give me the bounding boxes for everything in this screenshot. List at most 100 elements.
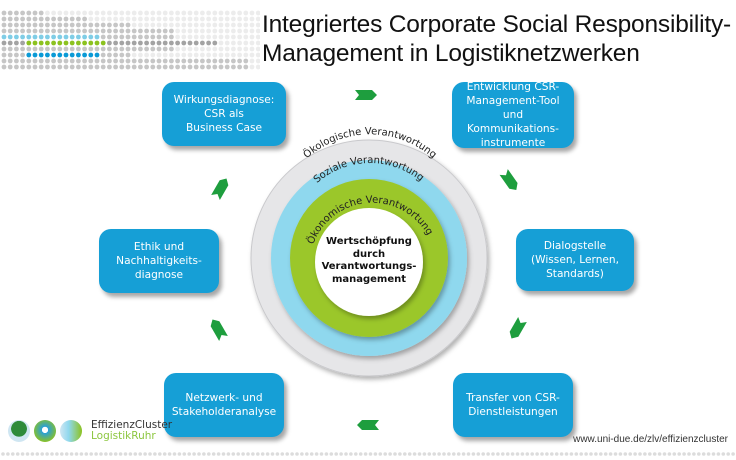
decoration-dot (14, 22, 19, 28)
decoration-dot (290, 452, 294, 456)
decoration-dot (148, 452, 152, 456)
decoration-dot (51, 28, 56, 34)
decoration-dot (249, 58, 255, 64)
decoration-dot (45, 58, 50, 64)
decoration-dot (175, 34, 181, 40)
decoration-dot (383, 452, 388, 456)
decoration-dot (45, 16, 50, 22)
decoration-dot (648, 452, 652, 456)
decoration-dot (162, 64, 168, 70)
decoration-dot (452, 452, 456, 456)
decoration-dot (193, 10, 199, 16)
decoration-dot (1, 452, 5, 456)
decoration-dot (550, 452, 554, 456)
decoration-dot (150, 40, 156, 46)
decoration-dot (169, 40, 174, 46)
arrow-bottom-right (509, 316, 527, 339)
decoration-dot (20, 10, 25, 16)
decoration-dot (57, 52, 63, 58)
decoration-dot (156, 64, 162, 70)
decoration-dot (603, 452, 608, 456)
decoration-dot (407, 452, 412, 456)
decoration-dot (187, 40, 193, 46)
decoration-dot (150, 22, 156, 28)
effizienzcluster-logo[interactable]: EffizienzCluster LogistikRuhr (8, 420, 172, 442)
decoration-dot (662, 452, 667, 456)
decoration-dot (14, 10, 19, 16)
decoration-dot (94, 52, 100, 58)
decoration-dot (26, 52, 32, 58)
decoration-dot (150, 52, 156, 58)
decoration-dot (175, 46, 181, 52)
decoration-dot (57, 64, 63, 70)
decoration-dot (20, 28, 25, 34)
decoration-dot (1, 28, 7, 34)
decoration-dot (226, 452, 231, 456)
decoration-dot (26, 58, 32, 64)
decoration-dot (476, 452, 481, 456)
decoration-dot (107, 64, 112, 70)
decoration-dot (69, 16, 75, 22)
decoration-dot (496, 452, 500, 456)
decoration-dot (156, 52, 162, 58)
box-label: Transfer von CSR- Dienstleistungen (466, 392, 560, 418)
decoration-dot (144, 10, 150, 16)
decoration-dot (125, 40, 131, 46)
decoration-dot (45, 22, 50, 28)
decoration-dot (206, 46, 212, 52)
decoration-dot (51, 22, 56, 28)
decoration-dot (265, 452, 270, 456)
decoration-dot (63, 58, 69, 64)
decoration-dot (309, 452, 314, 456)
decoration-dot (99, 452, 103, 456)
box-wirkungsdiagnose[interactable]: Wirkungsdiagnose: CSR als Business Case (162, 82, 286, 146)
decoration-dot (237, 28, 243, 34)
decoration-dot (131, 10, 137, 16)
decoration-dot (113, 28, 118, 34)
decoration-dot (192, 452, 196, 456)
decoration-dot (280, 452, 285, 456)
decoration-dot (138, 16, 143, 22)
decoration-dot (224, 40, 230, 46)
decoration-dot (30, 452, 35, 456)
box-ethik[interactable]: Ethik und Nachhaltigkeits- diagnose (99, 229, 219, 293)
decoration-dot (88, 46, 94, 52)
decoration-dot (169, 58, 174, 64)
title-line-2: Management in Logistiknetzwerken (262, 40, 640, 67)
footer-url[interactable]: www.uni-due.de/zlv/effizienzcluster (573, 434, 728, 445)
decoration-dot (243, 16, 249, 22)
decoration-dot (94, 58, 100, 64)
decoration-dot (525, 452, 530, 456)
decoration-dot (100, 28, 106, 34)
box-dialogstelle[interactable]: Dialogstelle (Wissen, Lernen, Standards) (516, 229, 634, 291)
box-entwicklung[interactable]: Entwicklung CSR- Management-Tool und Kom… (452, 81, 574, 149)
decoration-dot (107, 34, 112, 40)
decoration-dot (113, 64, 118, 70)
decoration-dot (107, 52, 112, 58)
decoration-dot (412, 452, 417, 456)
decoration-dot (193, 22, 199, 28)
box-transfer[interactable]: Transfer von CSR- Dienstleistungen (453, 373, 573, 437)
decoration-dot (88, 64, 94, 70)
arrow-top (355, 90, 377, 100)
decoration-dot (249, 28, 255, 34)
decoration-dot (169, 28, 174, 34)
decoration-dot (109, 452, 113, 456)
decoration-dot (76, 16, 81, 22)
decoration-dot (32, 10, 38, 16)
decoration-dot (32, 34, 38, 40)
decoration-dot (14, 16, 19, 22)
decoration-dot (38, 16, 44, 22)
decoration-dot (20, 22, 25, 28)
decoration-dot (45, 28, 50, 34)
decoration-dot (45, 40, 50, 46)
arrow-top-right (499, 169, 518, 191)
decoration-dot (181, 46, 187, 52)
decoration-dot (69, 52, 75, 58)
decoration-dot (113, 452, 118, 456)
decoration-dot (731, 452, 735, 456)
box-netzwerk[interactable]: Netzwerk- und Stakeholderanalyse (164, 373, 284, 437)
decoration-dot (200, 22, 205, 28)
decoration-dot (237, 40, 243, 46)
decoration-dot (123, 452, 128, 456)
